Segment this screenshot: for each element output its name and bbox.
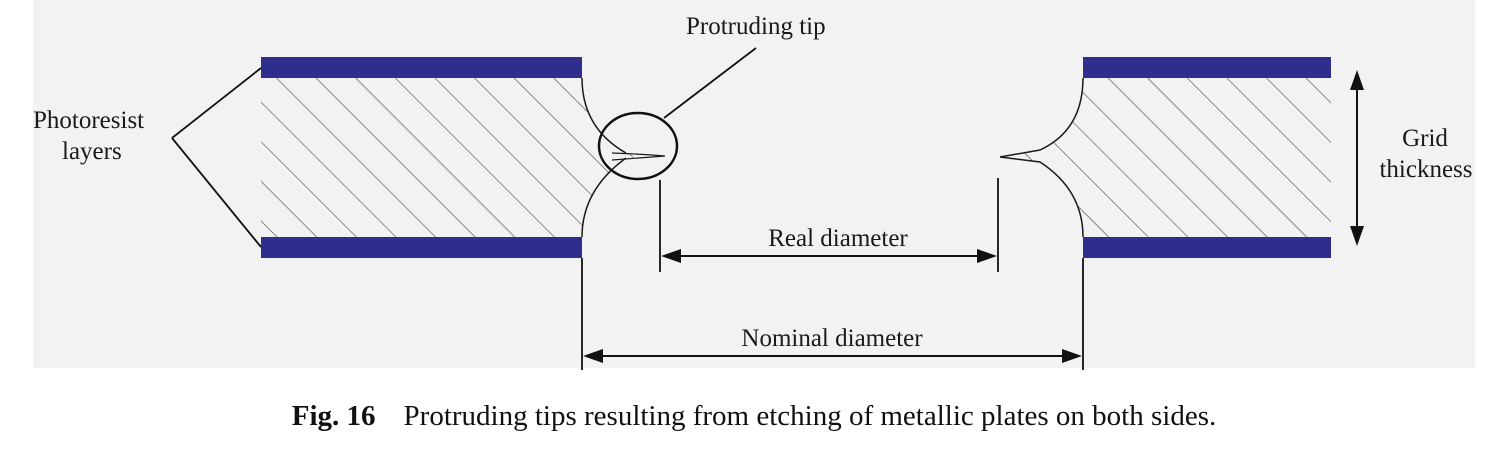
- left-photoresist-top: [261, 57, 582, 78]
- real-diameter-arrowhead-left: [661, 249, 681, 263]
- right-etch-lower-curve: [999, 156, 1084, 238]
- left-plate-hatched-body: [261, 78, 665, 237]
- real-diameter-label: Real diameter: [768, 225, 908, 252]
- protruding-tip-leader: [663, 47, 757, 119]
- photoresist-leader-bottom: [171, 137, 262, 248]
- protruding-tip-label: Protruding tip: [686, 13, 826, 40]
- right-plate: [999, 57, 1331, 258]
- figure-caption-text: Protruding tips resulting from etching o…: [403, 400, 1217, 432]
- right-photoresist-bottom: [1083, 237, 1331, 258]
- nominal-diameter-arrowhead-right: [1062, 349, 1082, 363]
- photoresist-leader-top: [171, 67, 262, 139]
- nominal-diameter-arrowhead-left: [583, 349, 603, 363]
- left-plate: [261, 57, 666, 258]
- grid-thickness-arrowhead-top: [1350, 70, 1364, 90]
- nominal-diameter-label: Nominal diameter: [741, 325, 923, 352]
- left-etch-upper-curve: [581, 77, 627, 154]
- left-etch-lower-curve: [581, 157, 627, 238]
- right-plate-hatched-body: [1000, 78, 1331, 237]
- protruding-tip-circle: [597, 111, 679, 181]
- grid-thickness-label-line1: Grid: [1402, 125, 1448, 152]
- figure-number: Fig. 16: [291, 400, 376, 432]
- figure-caption: Fig. 16 Protruding tips resulting from et…: [0, 400, 1508, 433]
- grid-thickness-label-line2: thickness: [1379, 156, 1472, 183]
- right-etch-upper-curve: [999, 77, 1084, 158]
- grid-thickness-arrowhead-bottom: [1350, 226, 1364, 246]
- right-photoresist-top: [1083, 57, 1331, 78]
- left-photoresist-bottom: [261, 237, 582, 258]
- photoresist-label-line1: Photoresist: [33, 107, 144, 134]
- left-tip-curve: [611, 152, 666, 161]
- real-diameter-arrowhead-right: [977, 249, 997, 263]
- photoresist-label-line2: layers: [62, 138, 122, 165]
